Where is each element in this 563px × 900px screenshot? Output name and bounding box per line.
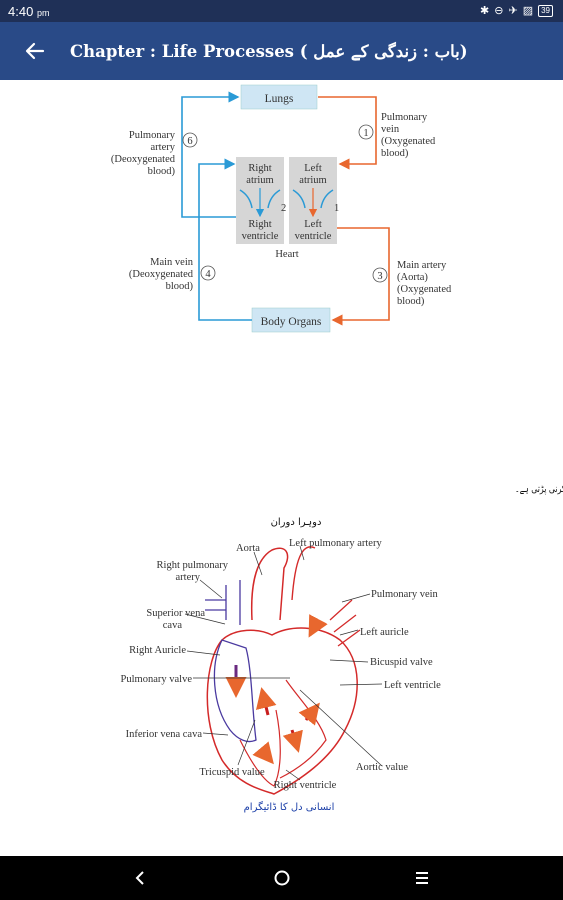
- body-organs-label: Body Organs: [261, 316, 322, 328]
- body-organs-box: [251, 307, 331, 333]
- step-6-badge: [182, 132, 198, 148]
- urdu-subheading: دوہرا دوران: [271, 517, 322, 528]
- svg-text:Main vein: Main vein: [150, 257, 194, 268]
- svg-text:blood): blood): [381, 148, 409, 159]
- pulmonary-vein-label: Pulmonary vein (Oxygenated blood): [381, 112, 436, 159]
- aortic-value-label: Aortic value: [356, 762, 409, 773]
- svg-text:(Aorta): (Aorta): [397, 272, 428, 283]
- main-vein-label: Main vein (Deoxygenated blood): [129, 257, 194, 292]
- page-title: Chapter : Life Processes ( باب : زندگی ک…: [70, 41, 468, 61]
- app-bar: Chapter : Life Processes ( باب : زندگی ک…: [0, 22, 563, 80]
- aorta-shape: [250, 547, 289, 621]
- left-atrium-line1: Left: [304, 163, 322, 174]
- status-icons: ✱ ⊖ ✈ ▨ 39: [480, 4, 553, 17]
- svg-text:(Oxygenated: (Oxygenated: [397, 284, 452, 295]
- heart-diagram-caption: انسانی دل کا ڈائیگرام: [244, 801, 335, 813]
- svg-text:vein: vein: [381, 124, 400, 135]
- right-auricle-label: Right Auricle: [129, 645, 186, 656]
- inferior-vena-cava-label: Inferior vena cava: [126, 729, 203, 740]
- nav-recents-icon: [416, 872, 428, 884]
- right-pulmonary-artery-shape: [205, 599, 226, 611]
- aorta-label: Aorta: [236, 543, 260, 554]
- right-ventricle-line1: Right: [248, 219, 271, 230]
- step-1-badge: [358, 124, 374, 140]
- circulation-diagram: Lungs Body Organs Right atrium Left atri…: [111, 84, 452, 333]
- lungs-label: Lungs: [265, 93, 294, 105]
- nav-home-button[interactable]: [262, 864, 302, 892]
- pulmonary-vein-path: [318, 96, 377, 170]
- chapter-figures: Lungs Body Organs Right atrium Left atri…: [111, 84, 563, 813]
- svg-text:artery: artery: [151, 142, 176, 153]
- heart-outline: [206, 627, 358, 795]
- dnd-icon: ⊖: [494, 5, 504, 17]
- nav-recents-button[interactable]: [402, 864, 442, 892]
- left-valve-icon: [292, 189, 334, 209]
- superior-vena-cava-shape: [225, 580, 241, 625]
- svg-text:6: 6: [187, 136, 192, 147]
- right-pulmonary-artery-label-1: Right pulmonary: [157, 560, 229, 571]
- svg-text:Main artery: Main artery: [397, 260, 447, 271]
- left-ventricle-line1: Left: [304, 219, 322, 230]
- svg-text:4: 4: [205, 269, 211, 280]
- step-3-badge: [372, 267, 388, 283]
- left-atrium-line2: atrium: [299, 175, 326, 186]
- heart-label: Heart: [275, 249, 298, 260]
- bicuspid-valve-label: Bicuspid valve: [370, 657, 433, 668]
- left-ventricle-label: Left ventricle: [384, 680, 441, 691]
- right-valve-icon: [239, 189, 281, 209]
- svg-text:Pulmonary: Pulmonary: [381, 112, 428, 123]
- arrow-left-icon: [25, 42, 45, 60]
- svg-text:blood): blood): [166, 281, 194, 292]
- svg-text:(Deoxygenated: (Deoxygenated: [111, 154, 176, 165]
- superior-vena-cava-label-2: cava: [163, 620, 183, 631]
- svg-text:blood): blood): [148, 166, 176, 177]
- right-ventricle-label: Right ventricle: [274, 780, 337, 791]
- right-atrium-line1: Right: [248, 163, 271, 174]
- right-auricle-shape: [213, 639, 257, 743]
- pulmonary-vein-label: Pulmonary vein: [371, 589, 439, 600]
- system-nav-bar: [0, 856, 563, 900]
- pulmonary-vein-shape: [329, 599, 361, 647]
- svg-text:(Deoxygenated: (Deoxygenated: [129, 269, 194, 280]
- urdu-paragraph: اٹریس کے مقابلے بطنیں کی عضلاتی دیواریں …: [515, 484, 563, 495]
- status-bar: 4:40 pm ✱ ⊖ ✈ ▨ 39: [0, 0, 563, 22]
- nav-back-button[interactable]: [120, 864, 160, 892]
- left-pulmonary-artery-shape: [291, 546, 316, 601]
- battery-icon: 39: [538, 4, 553, 17]
- main-vein-path: [198, 158, 252, 321]
- svg-text:1: 1: [363, 128, 368, 139]
- right-atrium-line2: atrium: [246, 175, 273, 186]
- lungs-box: [240, 84, 318, 110]
- step-4-badge: [200, 265, 216, 281]
- main-artery-label: Main artery (Aorta) (Oxygenated blood): [397, 260, 452, 307]
- main-artery-path: [331, 227, 390, 326]
- svg-text:(Oxygenated: (Oxygenated: [381, 136, 436, 147]
- back-button[interactable]: [0, 22, 70, 80]
- heart-diagram: Aorta Left pulmonary artery Right pulmon…: [121, 538, 442, 813]
- superior-vena-cava-label-1: Superior vena: [146, 608, 205, 619]
- small-step-2: 2: [281, 203, 286, 214]
- small-step-1: 1: [334, 203, 339, 214]
- status-time: 4:40 pm: [8, 4, 50, 19]
- tricuspid-value-label: Tricuspid value: [199, 767, 265, 778]
- right-pulmonary-artery-label-2: artery: [176, 572, 201, 583]
- pulmonary-artery-label: Pulmonary artery (Deoxygenated blood): [111, 130, 176, 177]
- no-sim-icon: ▨: [522, 5, 534, 17]
- bluetooth-icon: ✱: [480, 5, 490, 17]
- nav-home-icon: [274, 870, 290, 886]
- left-ventricle-line2: ventricle: [295, 231, 332, 242]
- left-auricle-label: Left auricle: [360, 627, 409, 638]
- left-pulmonary-artery-label: Left pulmonary artery: [289, 538, 382, 549]
- right-ventricle-line2: ventricle: [242, 231, 279, 242]
- leader-lines: [184, 545, 383, 781]
- pulmonary-artery-path: [181, 91, 240, 218]
- nav-back-icon: [135, 871, 144, 885]
- chapter-content[interactable]: Lungs Body Organs Right atrium Left atri…: [0, 80, 563, 856]
- svg-text:Pulmonary: Pulmonary: [129, 130, 176, 141]
- pulmonary-valve-label: Pulmonary valve: [121, 674, 193, 685]
- svg-text:blood): blood): [397, 296, 425, 307]
- svg-text:3: 3: [377, 271, 382, 282]
- airplane-icon: ✈: [508, 5, 518, 17]
